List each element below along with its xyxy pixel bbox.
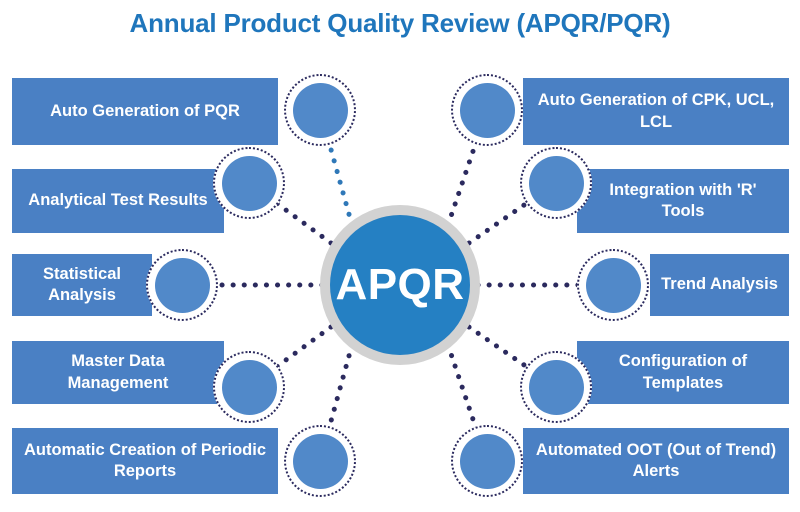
node-left-5-disc	[292, 433, 348, 489]
node-right-5-disc	[459, 433, 515, 489]
center-hub[interactable]: APQR	[320, 205, 480, 365]
node-left-4-disc	[221, 359, 277, 415]
bar-right-3[interactable]: Trend Analysis	[650, 254, 789, 316]
bar-right-4-label: Configuration of Templates	[618, 352, 748, 392]
bar-right-1[interactable]: Auto Generation of CPK, UCL, LCL	[523, 78, 789, 145]
node-right-4[interactable]	[520, 351, 592, 423]
node-left-3-disc	[154, 257, 210, 313]
bar-left-1-label: Auto Generation of PQR	[50, 101, 240, 120]
bar-left-1[interactable]: Auto Generation of PQR	[12, 78, 278, 145]
center-hub-core: APQR	[330, 215, 470, 355]
node-left-5[interactable]	[284, 425, 356, 497]
bar-right-2-label: Integration with 'R' Tools	[609, 180, 757, 220]
bar-right-5[interactable]: Automated OOT (Out of Trend) Alerts	[523, 428, 789, 494]
node-right-2[interactable]	[520, 147, 592, 219]
node-right-4-disc	[528, 359, 584, 415]
node-right-3-disc	[585, 257, 641, 313]
bar-left-5[interactable]: Automatic Creation of Periodic Reports	[12, 428, 278, 494]
bar-right-2[interactable]: Integration with 'R' Tools	[577, 169, 789, 233]
bar-left-4[interactable]: Master Data Management	[12, 341, 224, 404]
node-right-1-disc	[459, 82, 515, 138]
bar-left-3[interactable]: Statistical Analysis	[12, 254, 152, 316]
node-left-2[interactable]	[213, 147, 285, 219]
bar-left-3-label: Statistical Analysis	[43, 264, 121, 304]
node-right-3[interactable]	[577, 249, 649, 321]
bar-right-1-label: Auto Generation of CPK, UCL, LCL	[537, 91, 775, 131]
bar-left-5-label: Automatic Creation of Periodic Reports	[23, 440, 267, 480]
bar-right-4[interactable]: Configuration of Templates	[577, 341, 789, 404]
node-right-2-disc	[528, 155, 584, 211]
node-right-1[interactable]	[451, 74, 523, 146]
node-left-2-disc	[221, 155, 277, 211]
node-left-3[interactable]	[146, 249, 218, 321]
bar-left-2[interactable]: Analytical Test Results	[12, 169, 224, 233]
node-left-4[interactable]	[213, 351, 285, 423]
page-title: Annual Product Quality Review (APQR/PQR)	[129, 8, 671, 38]
bar-right-3-label: Trend Analysis	[661, 275, 778, 294]
node-left-1[interactable]	[284, 74, 356, 146]
center-hub-label: APQR	[335, 260, 465, 309]
bar-left-2-label: Analytical Test Results	[28, 191, 208, 210]
node-right-5[interactable]	[451, 425, 523, 497]
bar-right-5-label: Automated OOT (Out of Trend) Alerts	[535, 440, 777, 480]
node-left-1-disc	[292, 82, 348, 138]
bar-left-4-label: Master Data Management	[67, 352, 169, 392]
